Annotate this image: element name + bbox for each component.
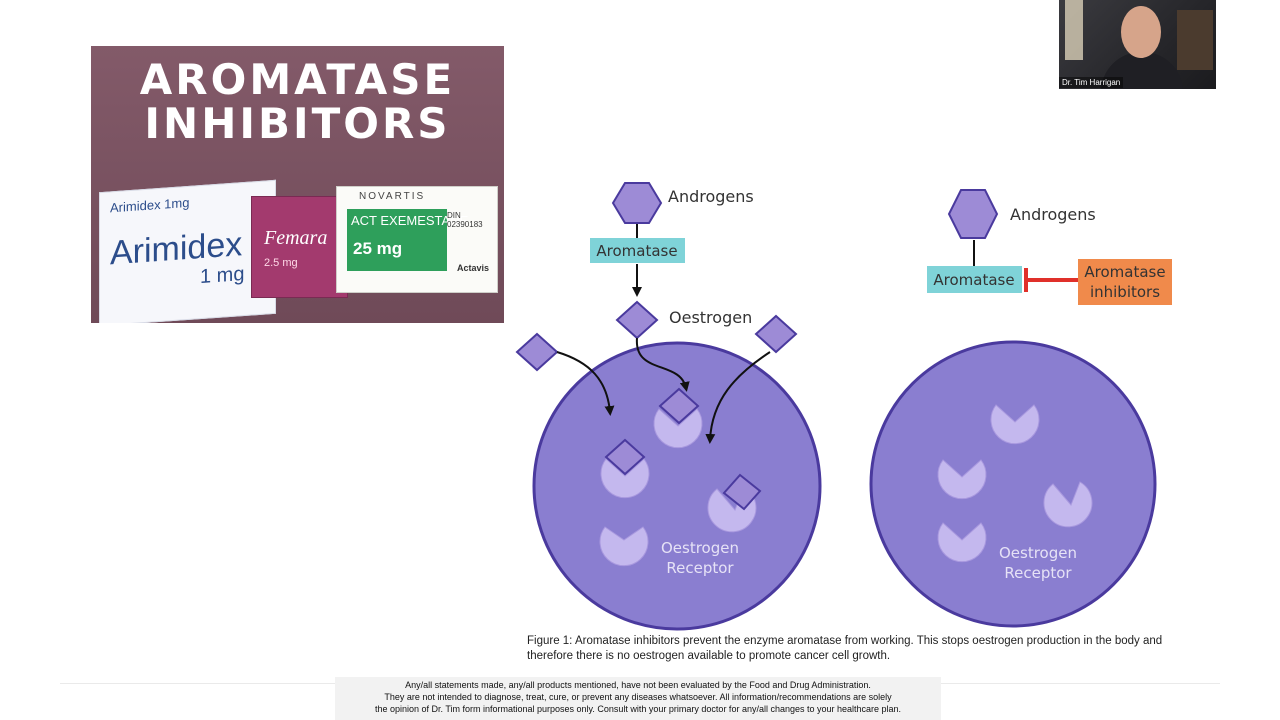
disclaimer-line2: They are not intended to diagnose, treat… [384,692,892,702]
aromatase-label-left: Aromatase [596,242,677,260]
aromatase-label-right: Aromatase [933,271,1014,289]
receptor-right-3 [1043,481,1093,528]
receptor-left-4 [599,526,649,567]
figure-caption-line1: Figure 1: Aromatase inhibitors prevent t… [527,635,1163,647]
receptor-label-left-line2: Receptor [666,559,734,577]
androgen-hexagon-right [947,189,999,239]
aromatase-box-right [927,266,1022,293]
disclaimer-line1: Any/all statements made, any/all product… [405,680,871,690]
oestrogen-diamond-outside-right [754,314,798,354]
oestrogen-diamond-outside-left [515,332,559,372]
disclaimer-line3: the opinion of Dr. Tim form informationa… [374,704,902,714]
oestrogen-label: Oestrogen [669,308,752,327]
cancer-cell-right [869,340,1157,628]
receptor-right-1 [990,404,1040,445]
presenter-webcam: Dr. Tim Harrigan [1059,0,1216,89]
oestrogen-arrow-center [635,337,690,392]
figure-caption-line2: therefore there is no oestrogen availabl… [527,650,891,662]
androgen-hexagon-left [611,182,663,224]
femara-brand: Femara [264,227,328,249]
receptor-label-right-line2: Receptor [1004,564,1072,582]
oestrogen-arrow-right [705,351,771,444]
fda-disclaimer: Any/all statements made, any/all product… [335,677,941,720]
inhibitor-label-line2: inhibitors [1090,283,1160,301]
bound-oestrogen-1 [658,387,700,425]
webcam-background-lamp [1065,0,1083,60]
receptor-right-2 [937,459,987,500]
exemestane-green-panel [347,209,447,271]
oestrogen-arrow-left [556,351,615,416]
aromatase-inhibitors-box [1078,259,1172,305]
bound-oestrogen-3 [722,473,762,511]
banner-title-line1: AROMATASE [139,55,456,104]
oestrogen-diamond-top [615,300,659,340]
receptor-left-1 [653,408,703,449]
femara-dose: 2.5 mg [264,257,298,269]
aromatase-inhibitors-banner: AROMATASE INHIBITORS Arimidex 1mg Arimid… [91,46,504,323]
exemestane-box: NOVARTIS ACT EXEMESTANE 25 mg DIN 023901… [336,186,498,293]
presenter-head [1121,6,1161,58]
novartis-label: NOVARTIS [359,191,426,202]
cancer-cell-left [532,341,822,631]
exemestane-din: DIN 02390183 [447,211,483,229]
receptor-left-2 [600,458,650,499]
receptor-label-right-line1: Oestrogen [999,544,1077,562]
bound-oestrogen-2 [604,438,646,476]
receptor-group-left [599,408,757,567]
presenter-name-caption: Dr. Tim Harrigan [1059,77,1124,88]
webcam-background-shelf [1177,10,1213,70]
receptor-right-4 [937,522,987,563]
androgens-label-left: Androgens [668,187,754,206]
androgens-label-right: Androgens [1010,205,1096,224]
figure-caption: Figure 1: Aromatase inhibitors prevent t… [527,634,1217,664]
receptor-group-right [937,404,1093,563]
receptor-label-left-line1: Oestrogen [661,539,739,557]
actavis-label: Actavis [457,263,490,273]
inhibitor-label-line1: Aromatase [1084,263,1165,281]
aromatase-box-left [590,238,685,263]
banner-title-line2: INHIBITORS [144,99,451,148]
exemestane-name: ACT EXEMESTANE [351,213,469,228]
exemestane-dose: 25 mg [353,239,403,258]
